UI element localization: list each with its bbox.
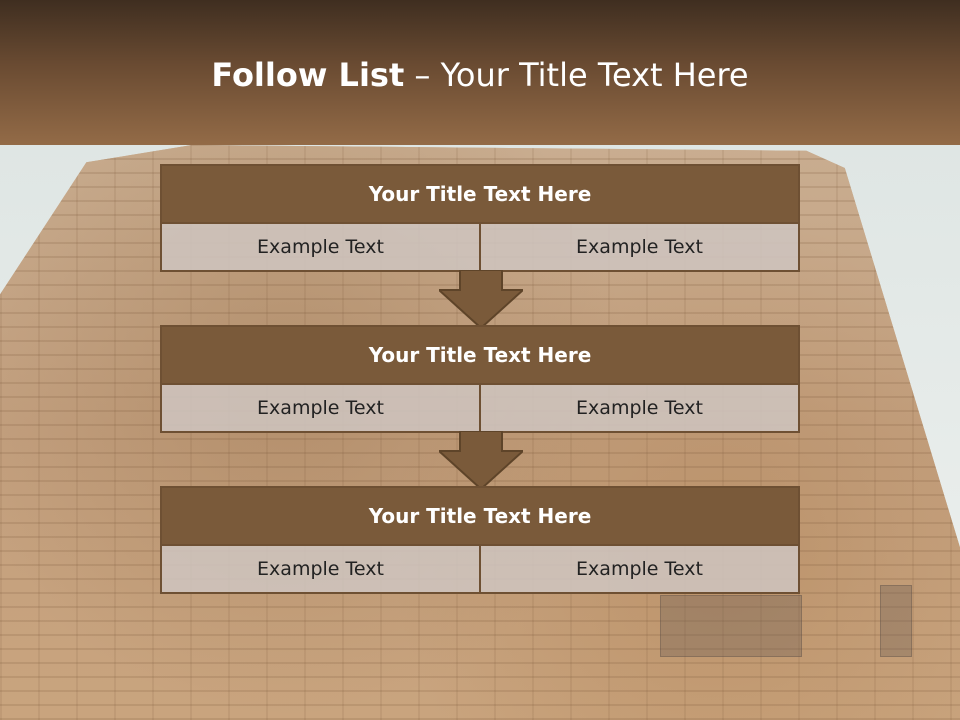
block-row: Example Text Example Text [162, 385, 798, 431]
title-bar: Follow List – Your Title Text Here [0, 0, 960, 145]
down-arrow-icon [439, 431, 523, 489]
block-cell-right: Example Text [479, 224, 798, 270]
block-row: Example Text Example Text [162, 224, 798, 270]
slide-title: Follow List – Your Title Text Here [0, 55, 960, 95]
block-cell-right: Example Text [479, 546, 798, 592]
list-block-1: Your Title Text Here Example Text Exampl… [160, 164, 800, 272]
slide-title-bold: Follow List [211, 56, 405, 94]
tower-window [880, 585, 912, 657]
block-cell-left: Example Text [162, 546, 479, 592]
block-cell-left: Example Text [162, 385, 479, 431]
tower-window [660, 595, 802, 657]
down-arrow-icon [439, 270, 523, 328]
block-title: Your Title Text Here [162, 488, 798, 546]
block-title: Your Title Text Here [162, 166, 798, 224]
slide-title-rest: – Your Title Text Here [404, 56, 749, 94]
block-row: Example Text Example Text [162, 546, 798, 592]
list-block-3: Your Title Text Here Example Text Exampl… [160, 486, 800, 594]
block-cell-right: Example Text [479, 385, 798, 431]
block-title: Your Title Text Here [162, 327, 798, 385]
block-cell-left: Example Text [162, 224, 479, 270]
list-block-2: Your Title Text Here Example Text Exampl… [160, 325, 800, 433]
